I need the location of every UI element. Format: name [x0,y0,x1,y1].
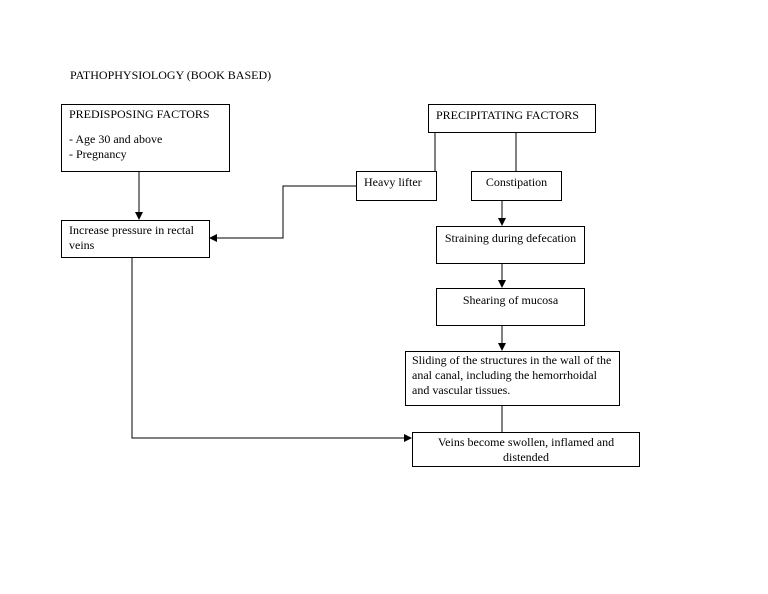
constipation-label: Constipation [485,175,548,189]
heavy-lifter-label: Heavy lifter [364,175,422,189]
heavy-lifter-box: Heavy lifter [356,171,437,201]
precipitating-factors-heading: PRECIPITATING FACTORS [436,108,579,122]
predisposing-factors-heading: PREDISPOSING FACTORS [69,107,210,121]
sliding-structures-box: Sliding of the structures in the wall of… [405,351,620,406]
shearing-label: Shearing of mucosa [462,293,559,307]
diagram-title: PATHOPHYSIOLOGY (BOOK BASED) [70,68,272,82]
constipation-box: Constipation [471,171,562,201]
predisposing-item: - Age 30 and above [69,132,163,146]
sliding-structures-label: Sliding of the structures in the wall of… [412,353,612,397]
veins-swollen-label: Veins become swollen, inflamed and diste… [437,435,615,464]
arrow-heavy-lifter-to-pressure [209,185,356,242]
increase-pressure-box: Increase pressure in rectal veins [61,220,210,258]
shearing-box: Shearing of mucosa [436,288,585,326]
arrow-pressure-to-veins [131,257,412,442]
veins-swollen-box: Veins become swollen, inflamed and diste… [412,432,640,467]
increase-pressure-label: Increase pressure in rectal veins [69,223,194,252]
predisposing-factors-box: PREDISPOSING FACTORS - Age 30 and above … [61,104,230,172]
straining-box: Straining during defecation [436,226,585,264]
predisposing-item: - Pregnancy [69,147,127,161]
precipitating-factors-box: PRECIPITATING FACTORS [428,104,596,133]
straining-label: Straining during defecation [444,231,577,245]
